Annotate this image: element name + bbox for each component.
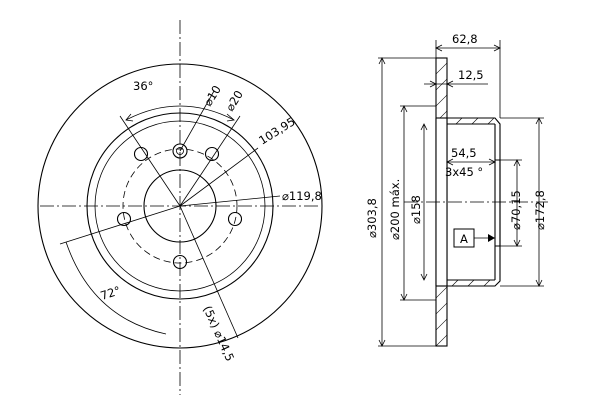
arrowhead (378, 57, 386, 65)
center-bore-circle (143, 169, 217, 243)
arrowhead (378, 339, 386, 347)
angle-top-label: 36° (133, 79, 153, 93)
pilot-label: ⌀119,8 (282, 189, 322, 203)
leader-holes (179, 205, 239, 339)
arrowhead (125, 113, 134, 122)
angle-ray-right (179, 115, 241, 207)
bolt-hole (172, 254, 188, 270)
total-width-label: 62,8 (452, 32, 478, 46)
hat-depth-label: 54,5 (451, 146, 477, 160)
arrowhead (488, 158, 496, 166)
arrowhead (513, 239, 521, 247)
hub-boss (495, 159, 501, 247)
leader-pilot (179, 195, 281, 207)
chamfer-label: 3x45 ° (445, 165, 483, 179)
hole-large-label: ⌀20 (223, 88, 246, 114)
d-outer-label: ⌀303,8 (365, 198, 379, 238)
reference-label: A (460, 232, 468, 246)
bolt-hole (116, 211, 132, 227)
pcd-circle (122, 148, 238, 264)
angle-arc-top (125, 105, 235, 121)
arrowhead (493, 44, 501, 52)
disc-outer-circle (37, 63, 323, 349)
angle-arc-bottom (65, 241, 167, 335)
angle-ray-bottom (59, 205, 181, 245)
arrowhead (420, 273, 428, 281)
hat-outer-circle (94, 120, 266, 292)
d-center-label: ⌀70,15 (509, 190, 523, 230)
leader-hole-sizes (179, 90, 215, 152)
bolt-hole (204, 146, 220, 162)
bolt-holes (116, 143, 243, 270)
bolt-hole (227, 211, 243, 227)
arrowhead (446, 158, 454, 166)
pcd-label: 103,95 (256, 114, 298, 147)
arrowhead (488, 234, 495, 242)
arrowhead (420, 123, 428, 131)
angle-ray-left (119, 115, 181, 207)
arrowhead (429, 80, 437, 88)
arrowhead (535, 117, 543, 125)
arrowhead (446, 80, 454, 88)
bolt-hole (172, 143, 188, 159)
braking-inner-circle (86, 112, 274, 300)
d-min-label: ⌀200 máx. (388, 179, 402, 240)
arrowhead (513, 159, 521, 167)
leader-pcd (179, 147, 259, 207)
holes-label: (5x) ⌀14,5 (200, 304, 237, 364)
arrowhead (535, 279, 543, 287)
bolt-hole-inner (176, 147, 184, 155)
angle-bottom-label: 72° (99, 283, 123, 303)
arrowhead (400, 293, 408, 301)
hat-hatching (451, 118, 495, 286)
arrowhead (400, 105, 408, 113)
hole-small-label: ⌀10 (201, 83, 224, 109)
arrowhead (435, 44, 443, 52)
d-hat-outer-label: ⌀172,8 (533, 190, 547, 230)
side-view: 62,8 12,5 54,5 3x45 ° A ⌀303,8 ⌀200 máx. (365, 32, 548, 347)
thickness-label: 12,5 (458, 68, 484, 82)
front-view: 36° 72° ⌀10 ⌀20 103,95 ⌀119,8 (5x) ⌀14,5 (37, 20, 323, 395)
arrowhead (226, 113, 235, 122)
d-hat-label: ⌀158 (409, 195, 423, 224)
